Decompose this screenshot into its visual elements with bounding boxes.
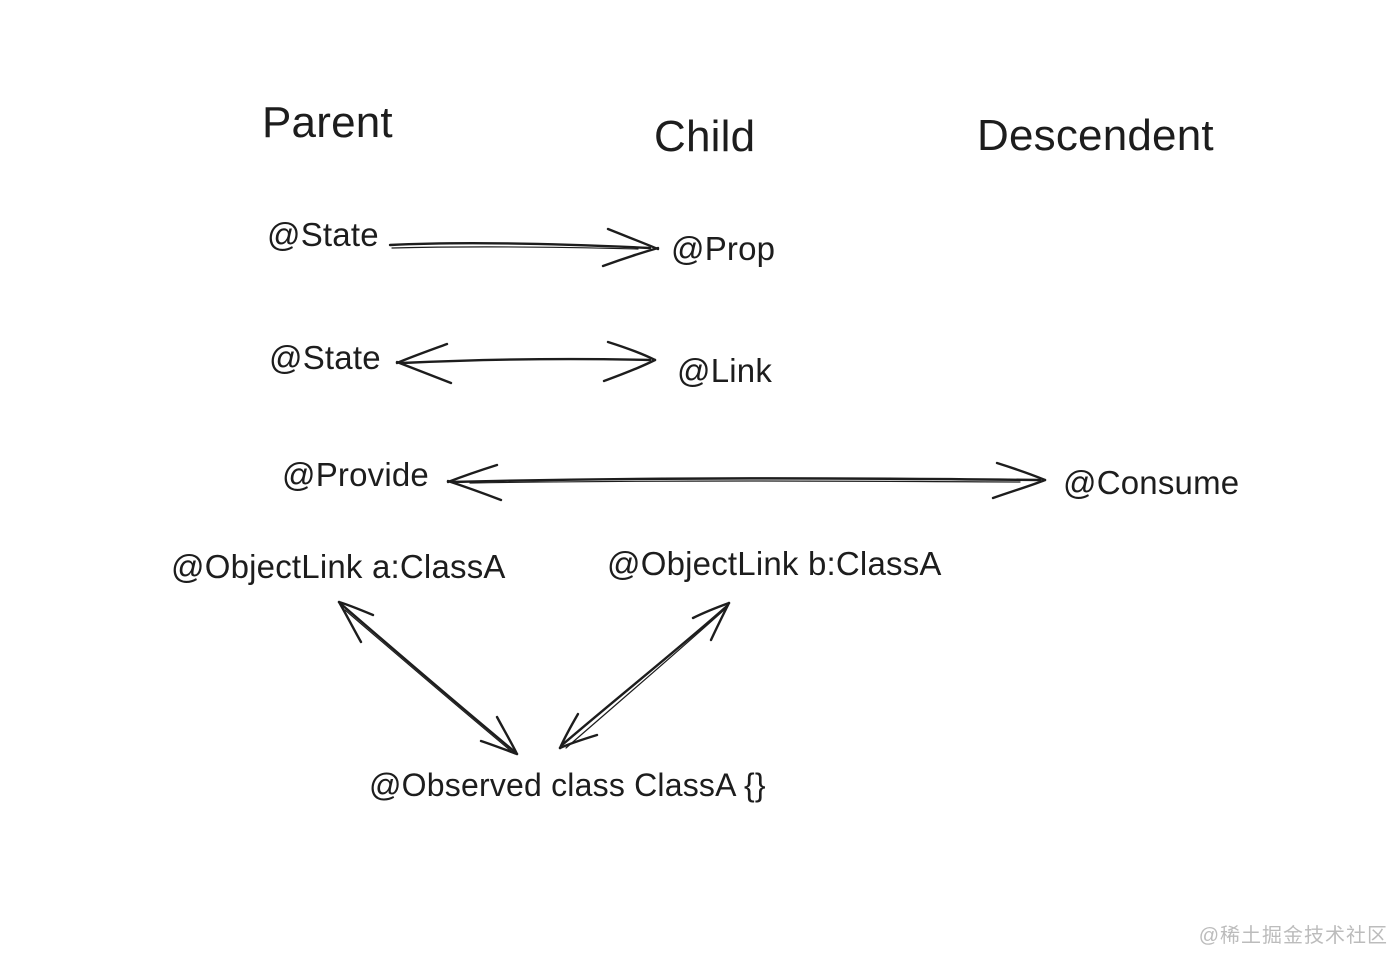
watermark-text: @稀土掘金技术社区 [1198,925,1388,947]
label-observed-class: @Observed class ClassA {} [369,767,766,803]
label-state-row2: @State [269,339,381,376]
label-prop: @Prop [671,230,776,267]
label-state-row1: @State [267,216,379,253]
label-objectlink-b: @ObjectLink b:ClassA [607,545,942,582]
column-header-child: Child [654,112,756,161]
arrow-state-link [395,340,657,385]
label-objectlink-a: @ObjectLink a:ClassA [171,548,506,585]
label-consume: @Consume [1063,464,1240,501]
column-header-descendent: Descendent [977,111,1214,160]
arrow-provide-consume [446,461,1047,502]
label-link: @Link [677,352,773,389]
arrow-objectlink-a-observed [337,600,519,756]
arrow-state-to-prop [388,227,660,268]
arrow-objectlink-b-observed [558,601,731,750]
label-provide: @Provide [282,456,429,493]
column-header-parent: Parent [262,98,393,147]
